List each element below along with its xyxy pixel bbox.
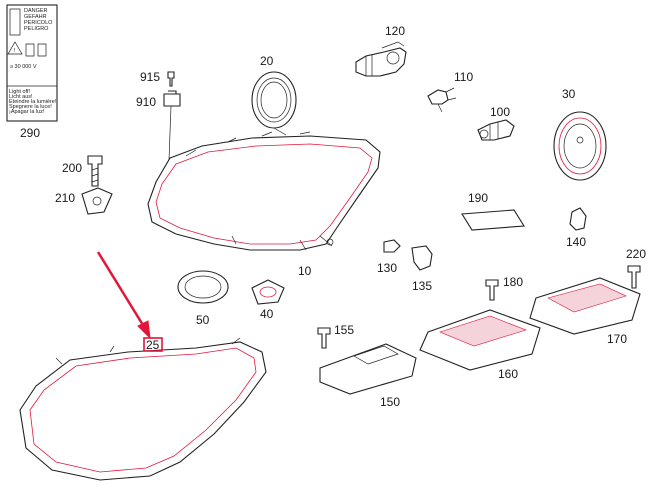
part-50-ring: 50 xyxy=(177,270,229,327)
part-number-50: 50 xyxy=(196,313,210,327)
part-number-160: 160 xyxy=(498,367,518,381)
screw-icon xyxy=(317,327,331,349)
exclamation-glyph: ! xyxy=(14,48,16,54)
part-190-film: 190 xyxy=(461,191,525,231)
part-number-30: 30 xyxy=(562,87,576,101)
part-915-910: 915 910 xyxy=(136,70,181,161)
part-number-140: 140 xyxy=(566,235,586,249)
part-220-screw: 220 xyxy=(626,247,646,289)
label-line-1: DANGER xyxy=(24,8,48,14)
part-number-150: 150 xyxy=(380,395,400,409)
part-30-cap: 30 xyxy=(553,87,607,181)
part-140-bulb: 140 xyxy=(566,207,587,249)
pointer-arrow xyxy=(96,251,151,340)
part-155-screw: 155 xyxy=(317,323,354,349)
part-number-40: 40 xyxy=(260,307,274,321)
part-number-10: 10 xyxy=(298,264,312,278)
label-line-2: GEFAHR xyxy=(24,14,47,20)
part-20-ring: 20 xyxy=(251,54,297,136)
warning-triangle-icon xyxy=(7,41,23,55)
part-number-120: 120 xyxy=(385,24,405,38)
part-number-155: 155 xyxy=(334,323,354,337)
part-number-290: 290 xyxy=(20,126,40,140)
part-number-190: 190 xyxy=(468,191,488,205)
lamp-pictogram-icon xyxy=(25,43,47,57)
part-number-915: 915 xyxy=(140,70,160,84)
part-110-bulb: 110 xyxy=(427,70,473,113)
part-number-20: 20 xyxy=(260,54,274,68)
label-small-5: ¡Apagar la luz! xyxy=(9,109,45,115)
part-200-screw: 200 xyxy=(62,155,103,187)
part-135-holder: 135 xyxy=(411,245,433,293)
part-number-25: 25 xyxy=(146,338,160,352)
label-small-4: Spegnere la luce! xyxy=(9,104,52,110)
label-small-3: Eteindre la lumière! xyxy=(9,99,57,105)
part-number-220: 220 xyxy=(626,247,646,261)
label-line-4: PELIGRO xyxy=(24,26,49,32)
part-10-headlamp-housing: 10 xyxy=(147,131,381,278)
part-number-910: 910 xyxy=(136,95,156,109)
screw-icon xyxy=(627,265,641,289)
connector-icon xyxy=(163,90,181,107)
part-number-110: 110 xyxy=(454,70,473,84)
warning-label-card: DANGER GEFAHR PERICOLO PELIGRO ! ≥ 30 00… xyxy=(6,4,58,140)
part-160-control-unit: 160 xyxy=(419,309,541,381)
label-small-1: Light off! xyxy=(9,89,30,95)
part-25-lens-cover: 25 xyxy=(19,337,267,481)
part-number-130: 130 xyxy=(377,261,397,275)
part-40-adjuster: 40 xyxy=(251,279,285,321)
label-line-3: PERICOLO xyxy=(24,20,53,26)
part-150-control-unit: 150 xyxy=(319,343,417,409)
part-130-bulb: 130 xyxy=(377,239,401,275)
screw-icon xyxy=(485,279,499,301)
part-210-clip: 210 xyxy=(55,187,113,215)
screw-icon xyxy=(167,71,175,87)
part-number-180: 180 xyxy=(503,275,523,289)
part-180-screw: 180 xyxy=(485,275,523,301)
label-voltage: ≥ 30 000 V xyxy=(10,64,37,70)
screw-icon xyxy=(87,155,103,187)
highlight-box xyxy=(143,337,163,352)
part-number-200: 200 xyxy=(62,161,82,175)
part-number-135: 135 xyxy=(412,279,432,293)
part-number-100: 100 xyxy=(490,105,510,119)
part-170-control-unit: 170 xyxy=(529,277,641,346)
part-number-210: 210 xyxy=(55,191,75,205)
label-stripe-icon xyxy=(9,8,21,36)
part-120-bulb: 120 xyxy=(355,24,407,77)
label-small-2: Licht aus! xyxy=(9,94,33,100)
part-100-bulb: 100 xyxy=(477,105,515,141)
part-number-170: 170 xyxy=(607,332,627,346)
